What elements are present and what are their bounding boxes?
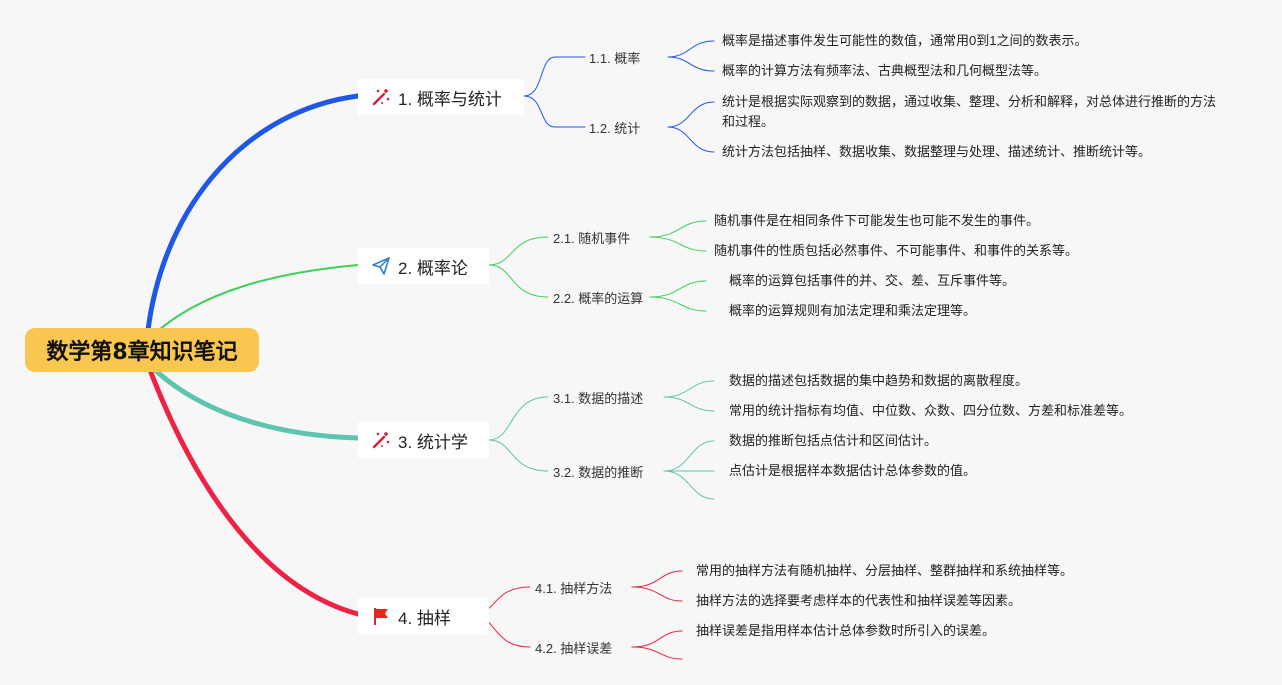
- leaf-note: 概率的运算包括事件的并、交、差、互斥事件等。: [729, 273, 1016, 288]
- leaf-note: 数据的描述包括数据的集中趋势和数据的离散程度。: [729, 373, 1029, 388]
- root-node[interactable]: 数学第8章知识笔记: [25, 328, 259, 372]
- leaf-edge: [649, 280, 707, 298]
- leaf-note: 常用的抽样方法有随机抽样、分层抽样、整群抽样和系统抽样等。: [696, 563, 1074, 578]
- branch-probability-theory[interactable]: 2. 概率论: [358, 248, 489, 284]
- paper-plane-icon: [370, 255, 392, 277]
- flag-icon: [370, 605, 392, 627]
- root-edge-2: [149, 264, 359, 339]
- sub-edge: [488, 264, 549, 298]
- leaf-note: 概率是描述事件发生可能性的数值，通常用0到1之间的数表示。: [722, 33, 1088, 48]
- branch-label: 3. 统计学: [398, 432, 468, 452]
- branch-statistics[interactable]: 3. 统计学: [358, 422, 489, 458]
- sub-topic-data-description[interactable]: 3.1. 数据的描述: [553, 391, 644, 406]
- leaf-edge: [631, 570, 683, 588]
- sub-edge: [488, 236, 549, 266]
- leaf-edge: [649, 296, 707, 312]
- branch-sampling[interactable]: 4. 抽样: [358, 598, 489, 634]
- sub-topic-random-events[interactable]: 2.1. 随机事件: [553, 231, 631, 246]
- leaf-edge: [631, 586, 683, 602]
- sub-topic-sampling-error[interactable]: 4.2. 抽样误差: [535, 641, 613, 656]
- leaf-note: 统计是根据实际观察到的数据，通过收集、整理、分析和解释，对总体进行推断的方法和过…: [722, 94, 1217, 129]
- leaf-note: 数据的推断包括点估计和区间估计。: [729, 433, 938, 448]
- branch-probability-statistics[interactable]: 1. 概率与统计: [358, 79, 524, 115]
- sub-edge: [488, 439, 549, 472]
- leaf-note: 概率的计算方法有频率法、古典概型法和几何概型法等。: [722, 63, 1048, 78]
- leaf-edge: [631, 646, 683, 660]
- root-edge-1: [145, 93, 361, 333]
- sub-topic-probability-operations[interactable]: 2.2. 概率的运算: [553, 291, 644, 306]
- root-label: 数学第8章知识笔记: [46, 340, 238, 365]
- leaf-edge: [631, 630, 683, 648]
- root-edge-4: [147, 367, 361, 617]
- leaf-note: 随机事件是在相同条件下可能发生也可能不发生的事件。: [714, 213, 1040, 228]
- leaf-note: 常用的统计指标有均值、中位数、众数、四分位数、方差和标准差等。: [729, 403, 1133, 418]
- magic-wand-icon: [370, 429, 392, 451]
- leaf-edge: [649, 236, 707, 252]
- leaf-note: 随机事件的性质包括必然事件、不可能事件、和事件的关系等。: [714, 243, 1079, 258]
- leaf-note: 抽样误差是指用样本估计总体参数时所引入的误差。: [696, 623, 996, 638]
- branch-label: 4. 抽样: [398, 608, 451, 628]
- sub-edge: [523, 95, 556, 128]
- sub-topic-data-inference[interactable]: 3.2. 数据的推断: [553, 465, 644, 480]
- branch-label: 2. 概率论: [398, 258, 468, 278]
- leaf-note: 抽样方法的选择要考虑样本的代表性和抽样误差等因素。: [696, 593, 1022, 608]
- magic-wand-icon: [370, 86, 392, 108]
- sub-edge: [523, 56, 556, 97]
- branch-label: 1. 概率与统计: [398, 89, 502, 109]
- sub-topic-statistics[interactable]: 1.2. 统计: [589, 121, 641, 136]
- leaf-edge: [663, 396, 715, 412]
- sub-topic-sampling-methods[interactable]: 4.1. 抽样方法: [535, 581, 613, 596]
- leaf-edge: [663, 440, 715, 472]
- sub-topic-probability[interactable]: 1.1. 概率: [589, 51, 641, 66]
- leaf-edge: [649, 220, 707, 238]
- leaf-edge: [663, 380, 715, 398]
- leaf-note: 点估计是根据样本数据估计总体参数的值。: [729, 463, 977, 478]
- leaf-edge: [667, 126, 715, 153]
- leaf-note: 概率的运算规则有加法定理和乘法定理等。: [729, 303, 977, 318]
- leaf-edge: [667, 101, 715, 128]
- leaf-edge: [663, 470, 715, 500]
- leaf-edge: [667, 56, 715, 72]
- sub-edge: [488, 396, 549, 441]
- leaf-edge: [667, 40, 715, 58]
- leaf-note: 统计方法包括抽样、数据收集、数据整理与处理、描述统计、推断统计等。: [722, 144, 1152, 159]
- root-edge-3: [152, 367, 361, 441]
